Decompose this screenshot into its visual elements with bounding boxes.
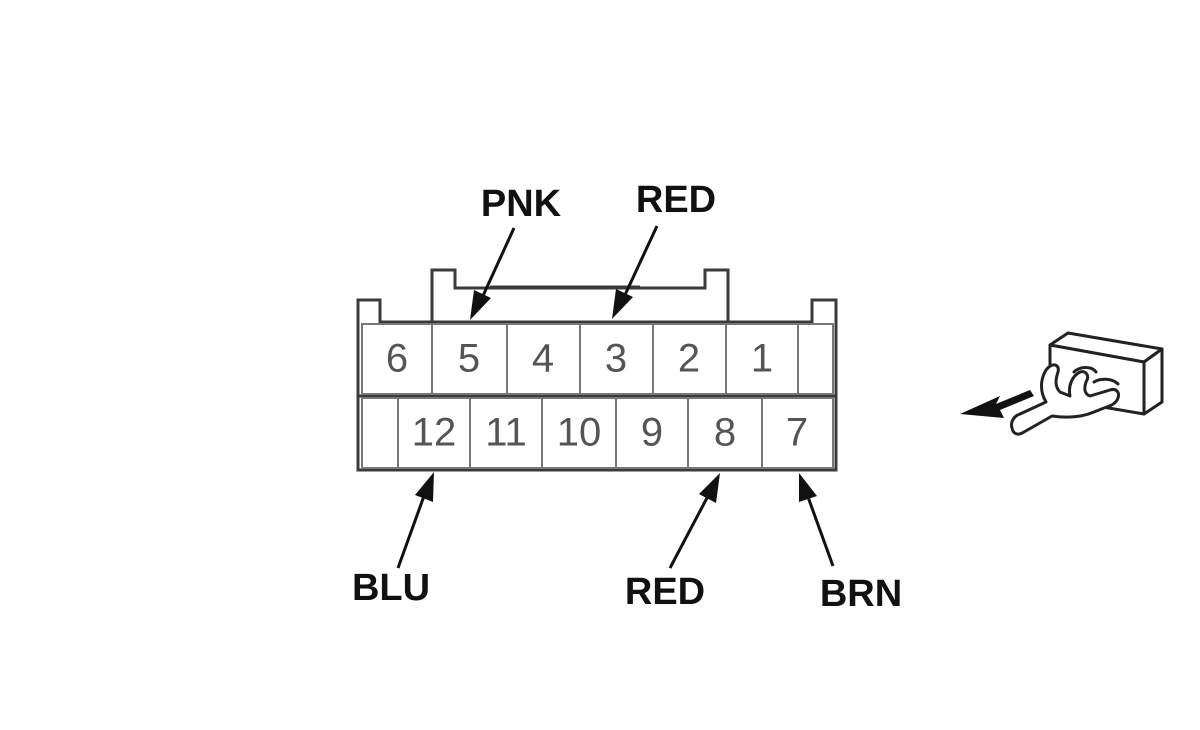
pin-number-6: 6 (386, 337, 408, 381)
pin-cavity-4 (506, 323, 581, 395)
callout-pin3: RED (612, 179, 716, 319)
pin-cavity-1 (725, 323, 799, 395)
callout-pin5: PNK (470, 183, 562, 320)
wire-color-label-pin3: RED (636, 179, 716, 221)
arrowhead (470, 290, 491, 320)
arrowhead (799, 473, 817, 502)
wire-color-label-pin7: BRN (820, 573, 902, 615)
callout-pin12: BLU (352, 472, 434, 609)
arrowhead (612, 289, 633, 319)
pin-cavity-blank-top (797, 323, 834, 395)
pin-number-1: 1 (751, 337, 773, 381)
hand-pushing-connector-icon (960, 331, 1164, 436)
pin-cavity-8 (687, 397, 763, 469)
bottom-row: 12 11 10 9 8 7 (361, 397, 834, 469)
pin-cavity-blank-bottom (361, 397, 399, 469)
arrowhead (415, 472, 434, 502)
pin-cavity-7 (761, 397, 834, 469)
pin-number-12: 12 (412, 411, 457, 455)
pin-number-7: 7 (786, 411, 808, 455)
pin-number-11: 11 (485, 411, 527, 455)
pin-number-4: 4 (532, 337, 554, 381)
callout-pin8: RED (625, 473, 720, 613)
pin-number-10: 10 (557, 411, 602, 455)
wire-color-label-pin8: RED (625, 571, 705, 613)
pin-number-9: 9 (641, 411, 663, 455)
pin-number-8: 8 (714, 411, 736, 455)
pin-cavity-6 (361, 323, 433, 395)
pin-number-2: 2 (678, 337, 700, 381)
top-row: 6 5 4 3 2 1 (361, 323, 834, 395)
pin-number-5: 5 (458, 337, 480, 381)
wire-color-label-pin12: BLU (352, 567, 430, 609)
pin-cavity-5 (431, 323, 508, 395)
callout-pin7: BRN (799, 473, 902, 615)
arrowhead (699, 473, 720, 503)
wire-color-label-pin5: PNK (481, 183, 562, 225)
pin-number-3: 3 (605, 337, 627, 381)
pin-cavity-9 (615, 397, 689, 469)
pin-cavity-3 (579, 323, 654, 395)
connector-housing (356, 268, 838, 472)
